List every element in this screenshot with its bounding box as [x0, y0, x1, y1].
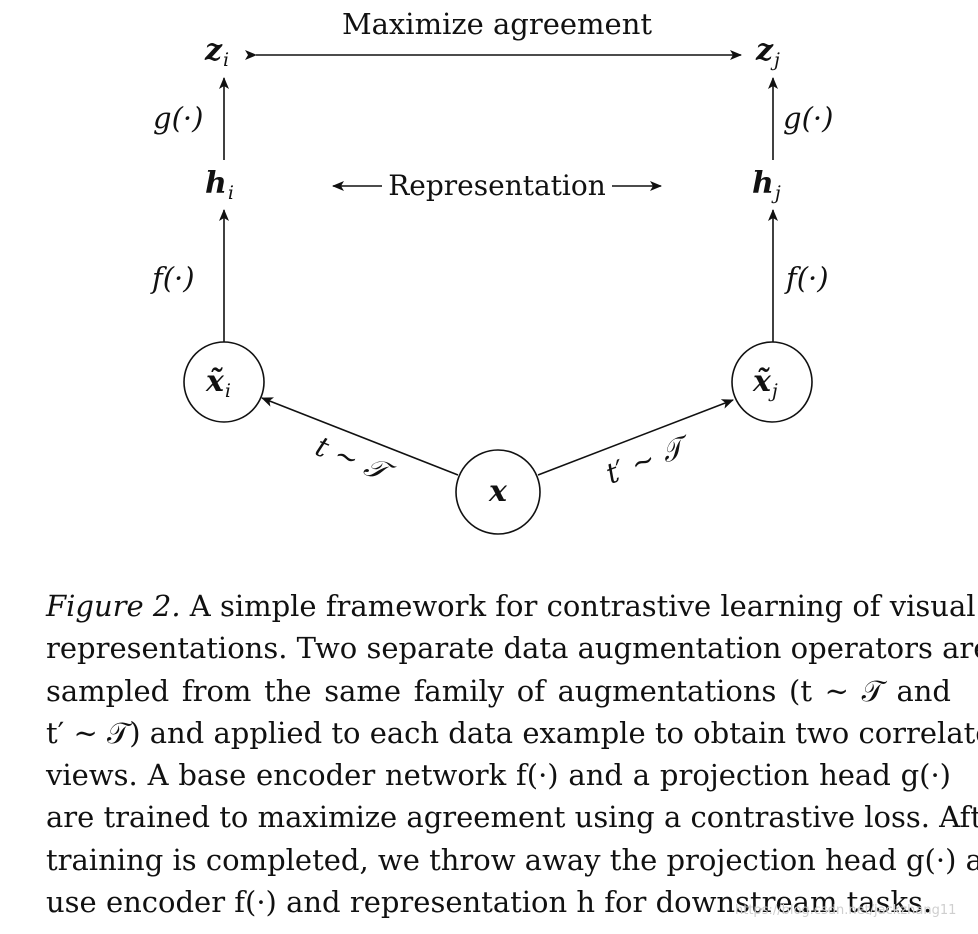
caption-line-6: are trained to maximize agreement using …	[46, 800, 978, 835]
caption-line-1: Figure 2. A simple framework for contras…	[46, 585, 976, 627]
g-label-left: g(·)	[153, 101, 203, 135]
node-h-i: hi	[205, 166, 234, 204]
node-z-i: zi	[204, 33, 229, 71]
node-circle-xt-j	[731, 341, 813, 423]
node-circle-x	[455, 449, 541, 535]
augment-arrow-left	[261, 397, 459, 476]
representation-label: Representation	[388, 169, 606, 202]
augment-arrow-right	[537, 399, 734, 476]
maximize-agreement-label: Maximize agreement	[342, 7, 652, 41]
simclr-framework-diagram: Maximize agreement zi zj g(·) g(·) hi hj…	[150, 7, 833, 535]
node-h-j: hj	[752, 166, 781, 204]
watermark: https://blog.csdn.net/jackzhang11	[735, 903, 957, 918]
caption-line-2: representations. Two separate data augme…	[46, 631, 978, 666]
caption-line-4: t′ ∼ 𝒯) and applied to each data example…	[46, 715, 978, 750]
caption-text: A simple framework for contrastive learn…	[180, 589, 976, 623]
caption-line-7: training is completed, we throw away the…	[46, 842, 978, 877]
caption-line-3: sampled from the same family of augmenta…	[46, 673, 951, 708]
node-z-j: zj	[755, 33, 780, 71]
node-x: x	[488, 474, 508, 509]
f-label-right: f(·)	[784, 261, 829, 295]
augment-label-right: t′ ∼ 𝒯	[601, 428, 696, 491]
f-label-left: f(·)	[150, 261, 195, 295]
caption-figure-label: Figure 2.	[46, 589, 181, 623]
g-label-right: g(·)	[783, 101, 833, 135]
augment-label-left: t ∼ 𝒯	[311, 430, 400, 492]
node-circle-xt-i	[183, 341, 265, 423]
node-xt-i: x̃i	[205, 364, 231, 402]
figure-caption: Figure 2. A simple framework for contras…	[46, 585, 978, 923]
caption-line-5: views. A base encoder network f(·) and a…	[46, 758, 951, 793]
caption-line-8: use encoder f(·) and representation h fo…	[46, 885, 933, 920]
node-xt-j: x̃j	[752, 364, 778, 402]
